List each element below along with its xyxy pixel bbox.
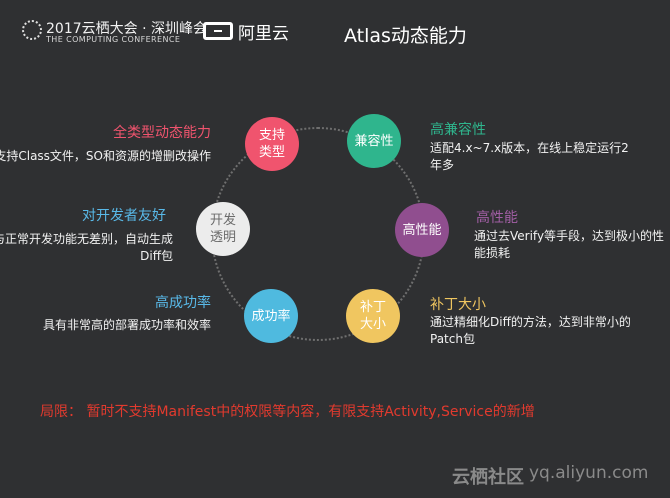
feature-heading-patch: 补丁大小 xyxy=(430,297,486,313)
feature-heading-all-types: 全类型动态能力 xyxy=(113,125,211,141)
node-patch-size: 补丁 大小 xyxy=(346,289,400,343)
feature-heading-compat: 高兼容性 xyxy=(430,122,486,138)
brand-name: 阿里云 xyxy=(238,24,289,44)
feature-desc-perf: 通过去Verify等手段，达到极小的性能损耗 xyxy=(474,229,665,260)
feature-desc-compat: 适配4.x~7.x版本，在线上稳定运行2年多 xyxy=(430,141,629,172)
feature-heading-rate: 高成功率 xyxy=(155,295,211,311)
limitation-note: 局限： 暂时不支持Manifest中的权限等内容，有限支持Activity,Se… xyxy=(40,404,535,420)
node-success-rate: 成功率 xyxy=(244,289,298,343)
node-compatibility: 兼容性 xyxy=(347,114,401,168)
node-dev-transparent: 开发 透明 xyxy=(196,202,250,256)
watermark-url: yq.aliyun.com xyxy=(529,463,649,483)
conference-name-en: THE COMPUTING CONFERENCE xyxy=(46,35,181,44)
node-support-types: 支持 类型 xyxy=(245,117,299,171)
feature-heading-dev: 对开发者友好 xyxy=(82,208,166,224)
watermark-community: 云栖社区 xyxy=(452,467,524,488)
feature-heading-perf: 高性能 xyxy=(476,210,518,226)
conference-logo-icon xyxy=(22,20,42,40)
node-performance: 高性能 xyxy=(395,203,449,257)
conference-name: 2017云栖大会 · 深圳峰会 xyxy=(46,21,207,37)
feature-desc-all-types: 支持Class文件，SO和资源的增删改操作 xyxy=(0,149,211,163)
feature-desc-rate: 具有非常高的部署成功率和效率 xyxy=(42,318,211,332)
slide-title: Atlas动态能力 xyxy=(344,25,467,47)
aliyun-logo-icon xyxy=(203,22,233,40)
feature-desc-patch: 通过精细化Diff的方法，达到非常小的Patch包 xyxy=(430,315,631,346)
feature-desc-dev: 与正常开发功能无差别，自动生成Diff包 xyxy=(0,232,173,263)
